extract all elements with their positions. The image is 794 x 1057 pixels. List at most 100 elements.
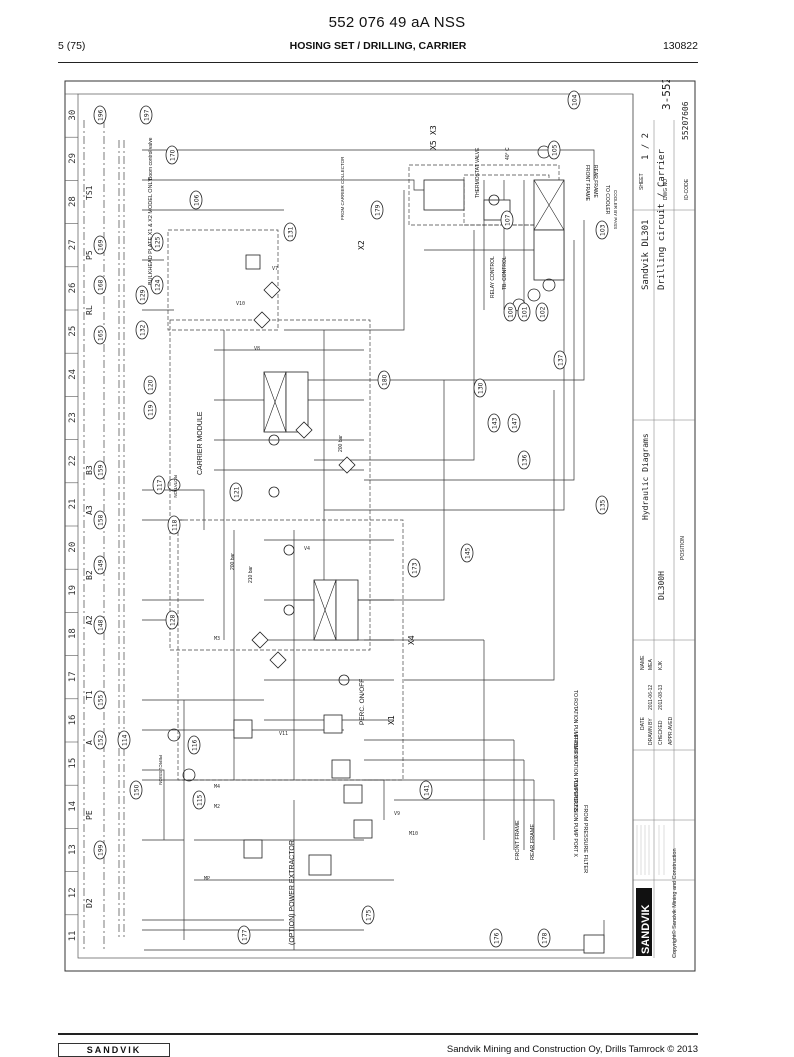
grid-label: 26 — [68, 283, 78, 294]
svg-text:100: 100 — [508, 306, 515, 318]
document-number: 552 076 49 aA NSS — [328, 14, 466, 31]
callout-196: 196 — [93, 105, 107, 125]
svg-text:175: 175 — [366, 909, 373, 921]
svg-text:M4: M4 — [214, 784, 220, 790]
svg-text:137: 137 — [558, 354, 565, 366]
front-frame-label-2: FRONT FRAME — [515, 820, 521, 860]
svg-text:114: 114 — [122, 734, 129, 746]
svg-text:M10: M10 — [409, 831, 418, 837]
grid-label: 20 — [68, 542, 78, 553]
drawn-label: DRAWN BY — [648, 718, 654, 745]
svg-text:149: 149 — [98, 559, 105, 571]
svg-text:131: 131 — [288, 226, 295, 238]
grid-label: 11 — [68, 931, 78, 942]
svg-text:176: 176 — [494, 932, 501, 944]
callout-169: 169 — [93, 235, 107, 255]
callout-131: 131 — [283, 222, 297, 242]
callout-118: 118 — [167, 515, 181, 535]
port-label: RL — [85, 305, 94, 315]
svg-text:150: 150 — [134, 784, 141, 796]
header-row: 5 (75) HOSING SET / DRILLING, CARRIER 13… — [58, 40, 698, 58]
svg-text:159: 159 — [98, 464, 105, 476]
document-date: 130822 — [662, 40, 698, 52]
callout-130: 130 — [473, 378, 487, 398]
grid-label: 28 — [68, 196, 78, 207]
grid-label: 23 — [68, 412, 78, 423]
option-power-label: (OPTION) POWER EXTRACTOR — [289, 840, 296, 945]
svg-text:119: 119 — [148, 404, 155, 416]
pressure-210-label: 210 bar — [248, 566, 254, 583]
checked-name: KJK — [658, 660, 664, 670]
callout-145: 145 — [460, 543, 474, 563]
to-cooler-label: TO COOLER — [604, 185, 610, 215]
svg-text:M3: M3 — [214, 636, 220, 642]
callout-124: 124 — [150, 275, 164, 295]
date-label: DATE — [640, 716, 646, 730]
copyright: Copyright© Sandvik Mining and Constructi… — [671, 848, 678, 958]
svg-text:136: 136 — [522, 454, 529, 466]
callout-152: 152 — [93, 730, 107, 750]
callout-117: 117 — [152, 475, 166, 495]
grid-label: 14 — [68, 801, 78, 812]
port-label: A2 — [85, 615, 94, 625]
svg-text:145: 145 — [465, 547, 472, 559]
port-label: D2 — [85, 898, 94, 908]
svg-text:178: 178 — [542, 932, 549, 944]
callout-121: 121 — [229, 482, 243, 502]
callout-165: 165 — [93, 325, 107, 345]
callout-135: 135 — [595, 495, 609, 515]
svg-text:116: 116 — [192, 739, 199, 751]
x1-label: X1 — [387, 715, 396, 725]
callout-120: 120 — [143, 375, 157, 395]
callout-104: 104 — [567, 90, 581, 110]
grid-label: 18 — [68, 628, 78, 639]
callout-105: 105 — [547, 140, 561, 160]
carrier-module-label: CARRIER MODULE — [197, 411, 204, 475]
header-rule — [58, 62, 698, 63]
callout-114: 114 — [117, 730, 131, 750]
svg-text:170: 170 — [170, 149, 177, 161]
callout-107: 107 — [500, 210, 514, 230]
x2-label: X2 — [357, 240, 366, 250]
svg-text:197: 197 — [144, 109, 151, 121]
svg-text:M2: M2 — [214, 804, 220, 810]
svg-text:104: 104 — [572, 94, 579, 106]
callout-102: 102 — [535, 302, 549, 322]
svg-text:180: 180 — [382, 374, 389, 386]
to-rot-port-label: TO ROTATION PUMP PORT X — [572, 690, 578, 760]
callout-175: 175 — [361, 905, 375, 925]
x3-label: X3 — [429, 125, 438, 135]
grid-label: 22 — [68, 455, 78, 466]
callout-168: 168 — [93, 275, 107, 295]
callout-158: 158 — [93, 510, 107, 530]
page-number: 5 (75) — [58, 40, 86, 52]
port-label: P5 — [85, 250, 94, 260]
grid-label: 25 — [68, 326, 78, 337]
svg-text:106: 106 — [194, 194, 201, 206]
svg-text:102: 102 — [540, 306, 547, 318]
svg-text:124: 124 — [155, 279, 162, 291]
cooler-bypass-label: COOLER BY PASS — [613, 190, 618, 229]
rear-frame-label-2: REAR FRAME — [530, 824, 536, 860]
svg-text:135: 135 — [600, 499, 607, 511]
drawn-date: 2011-06-12 — [648, 685, 654, 710]
rear-frame-label: REAR FRAME — [592, 165, 598, 198]
svg-text:147: 147 — [512, 417, 519, 429]
svg-text:199: 199 — [98, 844, 105, 856]
callout-155: 155 — [93, 690, 107, 710]
grid-label: 17 — [68, 671, 78, 682]
svg-text:177: 177 — [242, 929, 249, 941]
grid-label: 30 — [68, 110, 78, 121]
callout-147: 147 — [507, 413, 521, 433]
callout-173: 173 — [407, 558, 421, 578]
callout-136: 136 — [517, 450, 531, 470]
name-label: NAME — [640, 655, 646, 670]
grid-label: 21 — [68, 499, 78, 510]
footer-copyright: Sandvik Mining and Construction Oy, Dril… — [446, 1044, 698, 1055]
svg-text:105: 105 — [552, 144, 559, 156]
grid-label: 29 — [68, 153, 78, 164]
callout-149: 149 — [93, 555, 107, 575]
svg-text:107: 107 — [505, 214, 512, 226]
front-frame-label: FRONT FRAME — [584, 165, 590, 202]
callout-159: 159 — [93, 460, 107, 480]
